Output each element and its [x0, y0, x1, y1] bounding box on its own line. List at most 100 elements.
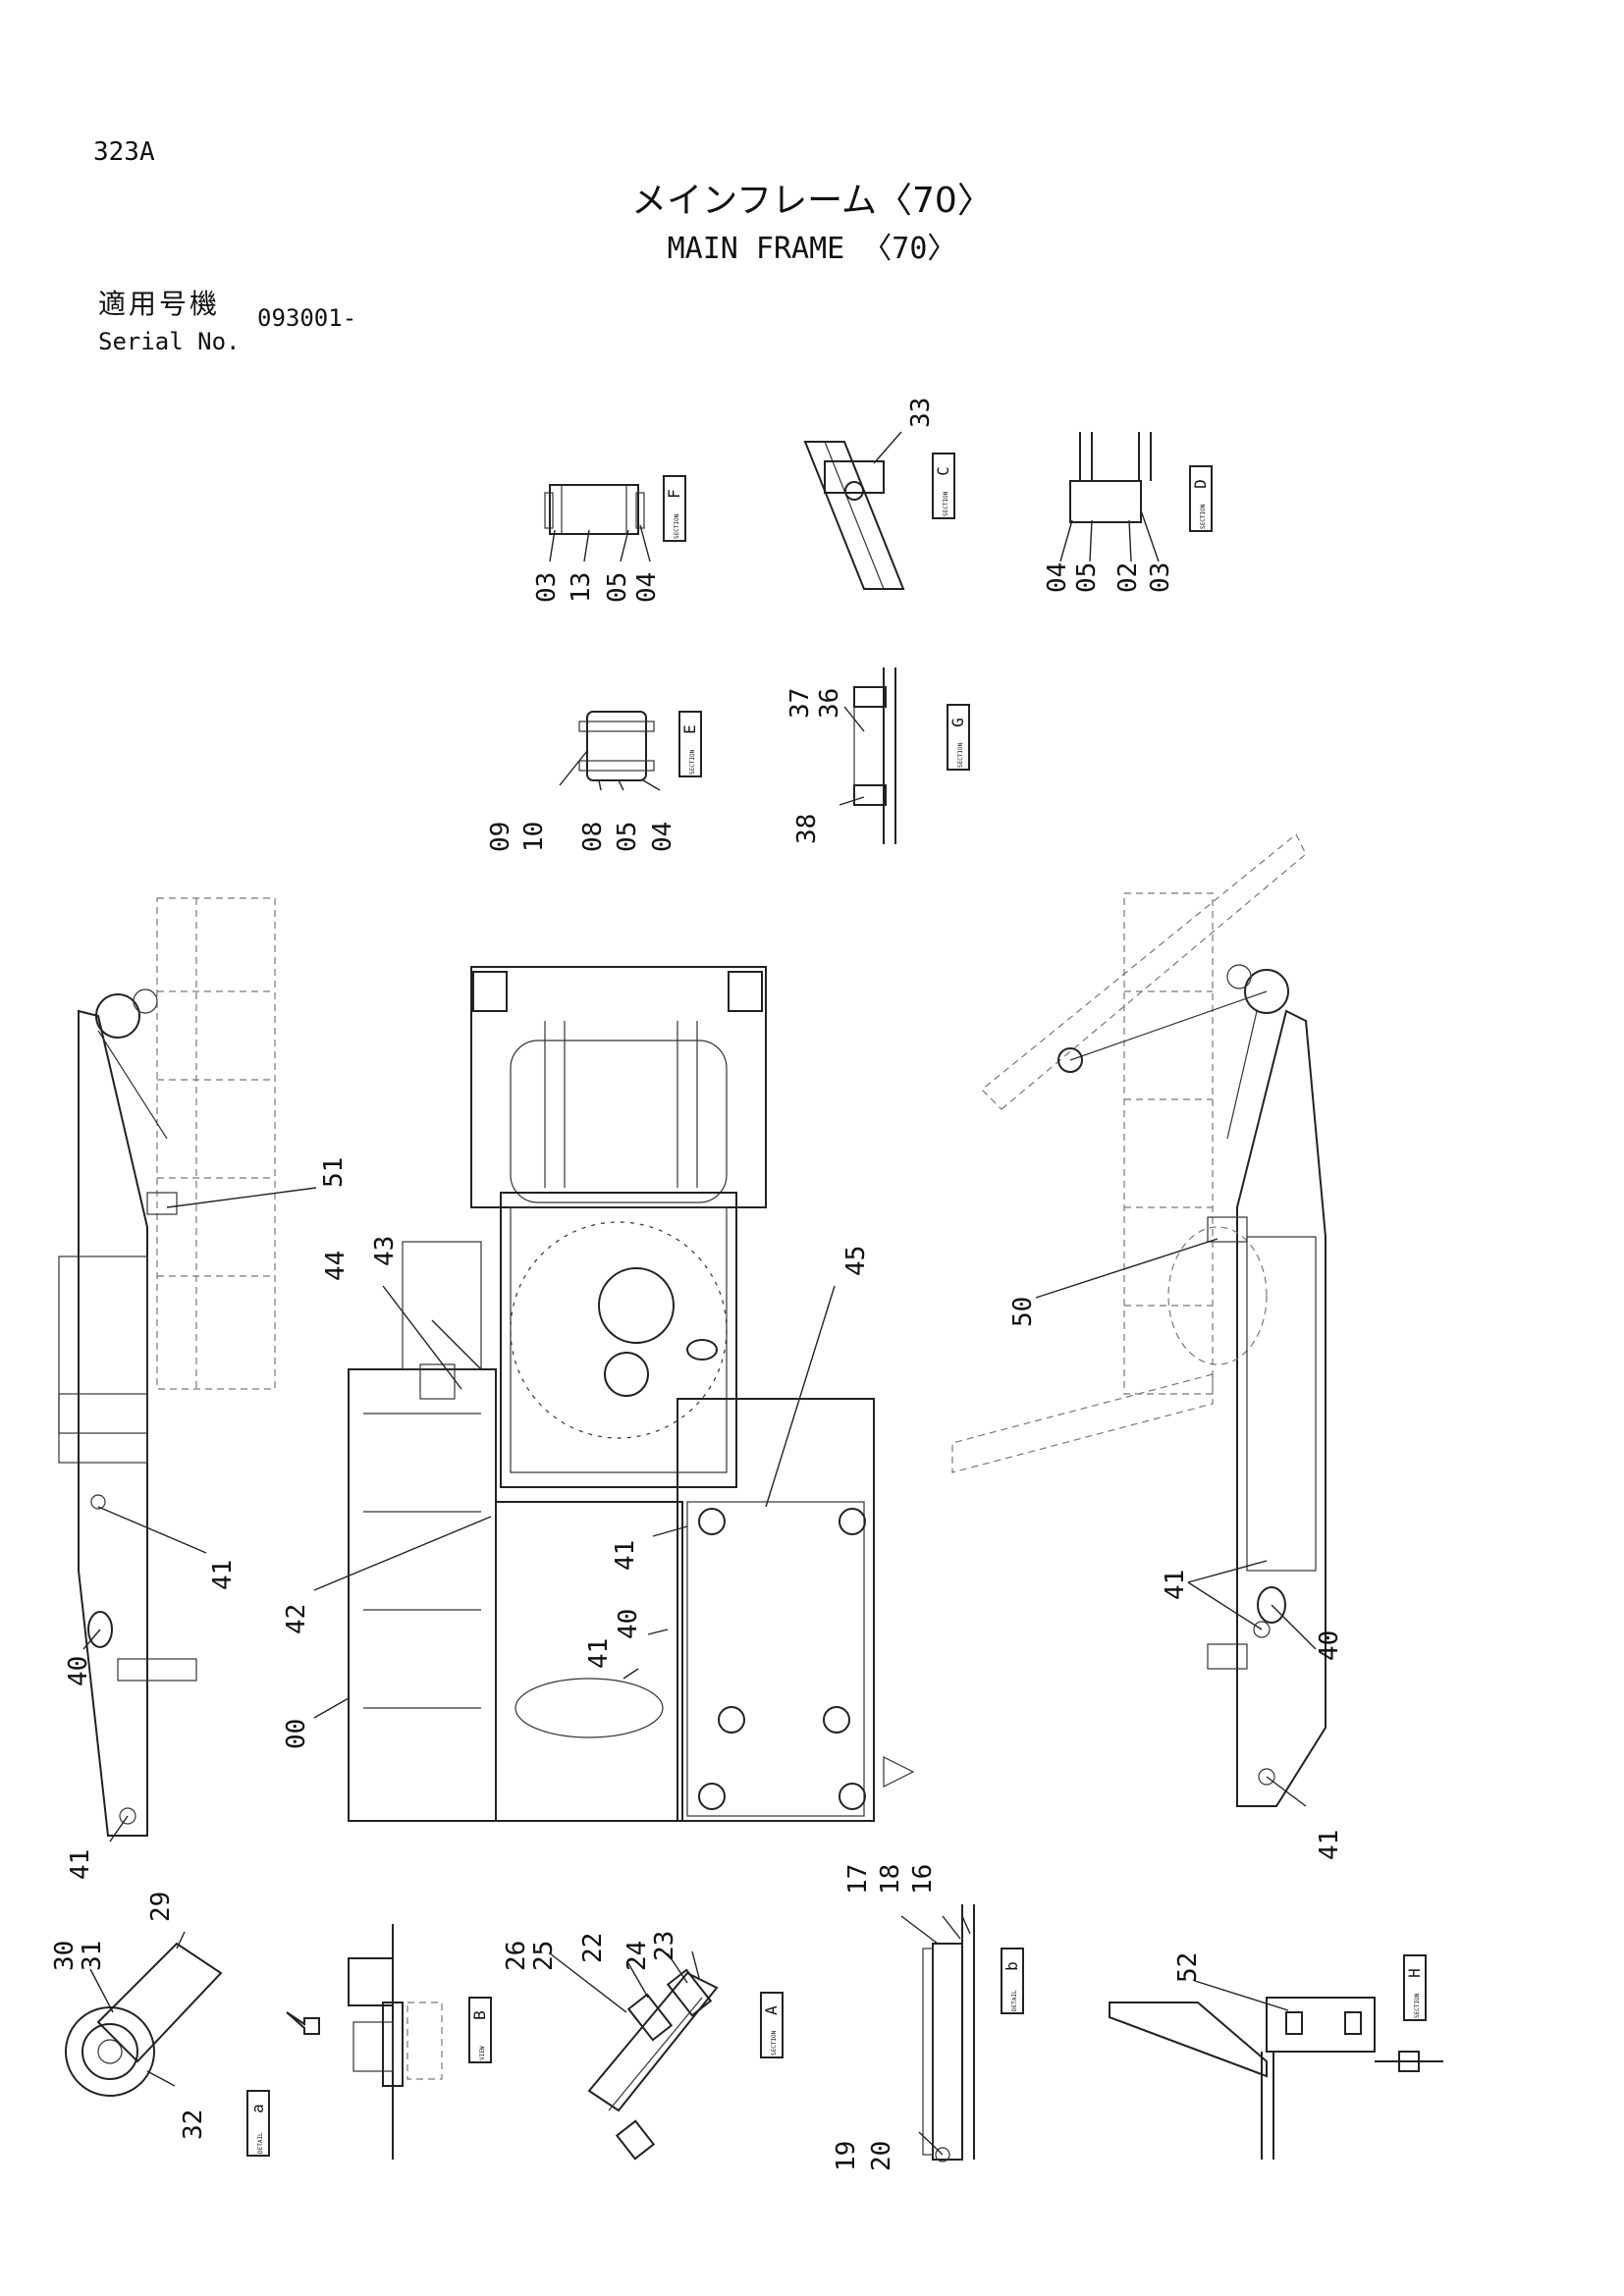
- svg-text:C: C: [934, 466, 952, 476]
- tag-section-f: F SECTION: [663, 475, 686, 542]
- callout-detail-b-0: 17: [843, 1864, 873, 1895]
- section-f-drawing: [544, 484, 651, 562]
- callout-detail-b-3: 19: [832, 2141, 861, 2171]
- svg-text:SECTION: SECTION: [689, 749, 696, 774]
- callout-plan-2: 45: [841, 1246, 871, 1276]
- section-g-drawing: [839, 667, 896, 844]
- callout-left-side-2: 40: [64, 1656, 93, 1686]
- callout-sec-d-1: 05: [1072, 562, 1102, 593]
- svg-text:DETAIL: DETAIL: [257, 2132, 264, 2154]
- svg-text:a: a: [248, 2104, 267, 2113]
- callout-sec-e-2: 08: [578, 822, 608, 852]
- svg-text:SECTION: SECTION: [957, 742, 964, 768]
- callout-sec-d-2: 02: [1113, 562, 1143, 593]
- callout-sec-d-0: 04: [1043, 562, 1072, 593]
- right-side-view: [951, 833, 1326, 1807]
- callout-plan-6: 41: [584, 1638, 614, 1669]
- svg-text:H: H: [1405, 1968, 1424, 1978]
- callout-detail-a-2: 29: [146, 1892, 176, 1922]
- serial-number-label: Serial No.: [98, 328, 241, 355]
- callout-right-side-2: 40: [1315, 1630, 1344, 1661]
- title-english: MAIN FRAME 〈70〉: [667, 232, 957, 266]
- callout-left-side-1: 41: [208, 1560, 238, 1590]
- serial-number-value: 093001-: [257, 304, 357, 332]
- svg-text:F: F: [665, 489, 683, 499]
- plan-view: [313, 966, 915, 1822]
- detail-b-drawing: [900, 1904, 975, 2163]
- callout-detail-b-1: 18: [876, 1864, 905, 1895]
- view-b-drawing: [348, 1924, 443, 2160]
- callout-sec-e-0: 09: [486, 822, 515, 852]
- callout-detail-a-3: 32: [179, 2109, 208, 2140]
- section-a-drawing: [549, 1950, 719, 2161]
- detail-a-drawing: [65, 1931, 223, 2097]
- svg-text:SECTION: SECTION: [943, 491, 949, 516]
- svg-text:D: D: [1191, 479, 1210, 489]
- svg-text:E: E: [680, 724, 699, 734]
- callout-plan-0: 44: [321, 1251, 351, 1281]
- callout-sec-c-0: 33: [906, 398, 936, 428]
- callout-plan-1: 43: [370, 1236, 400, 1266]
- callout-detail-a-0: 30: [50, 1941, 80, 1971]
- tag-section-d: D SECTION: [1189, 465, 1213, 532]
- callout-sec-h-0: 52: [1173, 1952, 1203, 1983]
- tag-section-c: C SECTION: [932, 453, 955, 519]
- callout-right-side-0: 50: [1008, 1297, 1038, 1327]
- tag-detail-b: b DETAIL: [1001, 1948, 1024, 2014]
- callout-sec-a-2: 22: [578, 1933, 608, 1963]
- callout-sec-f-0: 03: [532, 572, 562, 603]
- callout-left-side-3: 41: [66, 1849, 95, 1880]
- title-japanese: メインフレーム〈70〉: [631, 181, 993, 221]
- callout-right-side-3: 41: [1315, 1830, 1344, 1860]
- tag-detail-a: a DETAIL: [246, 2090, 270, 2157]
- view-b-arrow: [286, 2011, 320, 2035]
- callout-sec-f-3: 04: [632, 572, 662, 603]
- svg-text:B: B: [470, 2010, 489, 2020]
- callout-plan-4: 42: [282, 1604, 311, 1634]
- callout-sec-e-3: 05: [613, 822, 642, 852]
- tag-section-a: A SECTION: [760, 1992, 784, 2058]
- tag-view-b: B VIEW: [468, 1997, 492, 2063]
- callout-right-side-1: 41: [1161, 1570, 1190, 1600]
- section-d-drawing: [1059, 432, 1160, 562]
- callout-sec-a-1: 25: [529, 1941, 559, 1971]
- callout-sec-d-3: 03: [1146, 562, 1175, 593]
- tag-section-g: G SECTION: [947, 704, 970, 771]
- callout-sec-f-2: 05: [603, 572, 632, 603]
- svg-text:b: b: [1002, 1961, 1021, 1971]
- callout-detail-b-2: 16: [908, 1864, 938, 1895]
- section-h-drawing: [1109, 1980, 1443, 2160]
- tag-section-h: H SECTION: [1403, 1954, 1427, 2021]
- callout-sec-g-2: 38: [792, 814, 822, 844]
- callout-sec-g-0: 37: [785, 688, 815, 719]
- callout-detail-b-4: 20: [867, 2141, 896, 2171]
- svg-text:VIEW: VIEW: [479, 2046, 486, 2060]
- callout-plan-7: 00: [282, 1719, 311, 1749]
- callout-sec-a-3: 24: [623, 1941, 652, 1971]
- callout-sec-e-4: 04: [648, 822, 677, 852]
- callout-sec-e-1: 10: [519, 822, 549, 852]
- applicable-machine-label: 適用号機: [98, 288, 221, 320]
- svg-text:G: G: [948, 718, 967, 727]
- callout-plan-5: 40: [614, 1609, 643, 1639]
- callout-plan-3: 41: [611, 1540, 640, 1571]
- tag-section-e: E SECTION: [678, 711, 702, 777]
- callout-sec-a-4: 23: [650, 1931, 679, 1961]
- svg-text:A: A: [762, 2005, 781, 2015]
- left-side-view: [58, 897, 317, 1842]
- svg-text:SECTION: SECTION: [1414, 1993, 1421, 2018]
- page-number: 323A: [93, 137, 155, 167]
- callout-sec-g-1: 36: [815, 688, 844, 719]
- callout-left-side-0: 51: [319, 1157, 349, 1188]
- svg-text:SECTION: SECTION: [1200, 504, 1207, 529]
- callout-sec-f-1: 13: [567, 572, 596, 603]
- callout-detail-a-1: 31: [78, 1941, 107, 1971]
- callout-sec-a-0: 26: [502, 1941, 531, 1971]
- svg-text:SECTION: SECTION: [674, 513, 680, 539]
- svg-text:SECTION: SECTION: [771, 2030, 778, 2056]
- svg-text:DETAIL: DETAIL: [1011, 1990, 1018, 2011]
- section-e-drawing: [559, 711, 661, 791]
- section-c-drawing: [803, 431, 905, 590]
